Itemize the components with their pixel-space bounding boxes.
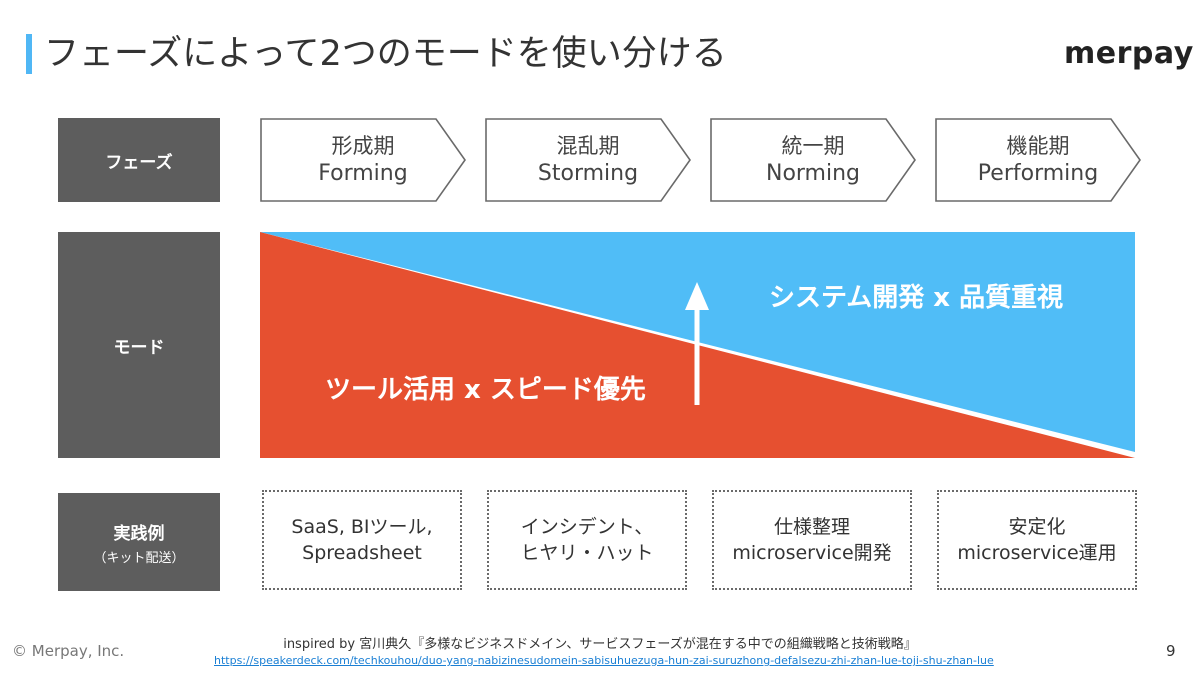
practice-line1: 仕様整理 bbox=[773, 516, 850, 538]
phase-jp-label: 形成期 bbox=[331, 133, 395, 158]
phase-arrow-shape bbox=[710, 118, 916, 202]
row-label-practice: 実践例 （キット配送） bbox=[58, 493, 220, 591]
phase-en-label: Performing bbox=[977, 160, 1099, 186]
practice-performing: 安定化 microservice運用 bbox=[937, 490, 1137, 590]
row-label-mode-text: モード bbox=[113, 337, 165, 358]
phase-forming: 形成期 Forming bbox=[260, 118, 492, 202]
up-arrow-icon bbox=[685, 282, 709, 310]
title-accent-bar bbox=[26, 34, 32, 74]
phase-arrow-shape bbox=[485, 118, 691, 202]
practice-line2: microservice運用 bbox=[957, 542, 1117, 564]
copyright: © Merpay, Inc. bbox=[12, 642, 125, 660]
mode-lower-region bbox=[260, 232, 1135, 458]
row-label-phase: フェーズ bbox=[58, 118, 220, 202]
merpay-logo: merpay bbox=[1064, 36, 1194, 71]
practice-storming: インシデント、 ヒヤリ・ハット bbox=[487, 490, 687, 590]
practice-line1: 安定化 bbox=[1008, 516, 1066, 538]
row-label-mode: モード bbox=[58, 232, 220, 458]
page-number: 9 bbox=[1166, 642, 1176, 660]
mode-upper-region bbox=[260, 232, 1135, 452]
practice-line1: SaaS, BIツール, bbox=[291, 516, 433, 538]
row-label-practice-subtext: （キット配送） bbox=[93, 550, 185, 566]
phase-en-label: Norming bbox=[765, 160, 861, 186]
practice-line1: インシデント、 bbox=[520, 516, 654, 538]
practice-norming: 仕様整理 microservice開発 bbox=[712, 490, 912, 590]
phase-jp-label: 混乱期 bbox=[556, 133, 620, 158]
phase-arrow-shape bbox=[260, 118, 466, 202]
practice-line2: Spreadsheet bbox=[302, 542, 422, 564]
row-label-practice-text: 実践例 bbox=[113, 523, 165, 544]
inspired-by-credit: inspired by 宮川典久『多様なビジネスドメイン、サービスフェーズが混在… bbox=[283, 637, 917, 652]
row-label-phase-text: フェーズ bbox=[105, 152, 173, 173]
mode-lower-label: ツール活用 x スピード優先 bbox=[325, 375, 646, 405]
mode-upper-label: システム開発 x 品質重視 bbox=[769, 283, 1064, 313]
page-title: フェーズによって2つのモードを使い分ける bbox=[44, 34, 727, 74]
phase-jp-label: 機能期 bbox=[1006, 133, 1070, 158]
phase-arrow-shape bbox=[935, 118, 1141, 202]
phase-storming: 混乱期 Storming bbox=[485, 118, 717, 202]
practice-line2: ヒヤリ・ハット bbox=[520, 542, 654, 564]
phase-en-label: Storming bbox=[537, 160, 639, 186]
source-link[interactable]: https://speakerdeck.com/techkouhou/duo-y… bbox=[214, 654, 994, 667]
phase-en-label: Forming bbox=[318, 160, 408, 186]
phase-norming: 統一期 Norming bbox=[710, 118, 942, 202]
phase-jp-label: 統一期 bbox=[781, 133, 845, 158]
practice-line2: microservice開発 bbox=[732, 542, 892, 564]
phase-performing: 機能期 Performing bbox=[935, 118, 1167, 202]
practice-forming: SaaS, BIツール, Spreadsheet bbox=[262, 490, 462, 590]
